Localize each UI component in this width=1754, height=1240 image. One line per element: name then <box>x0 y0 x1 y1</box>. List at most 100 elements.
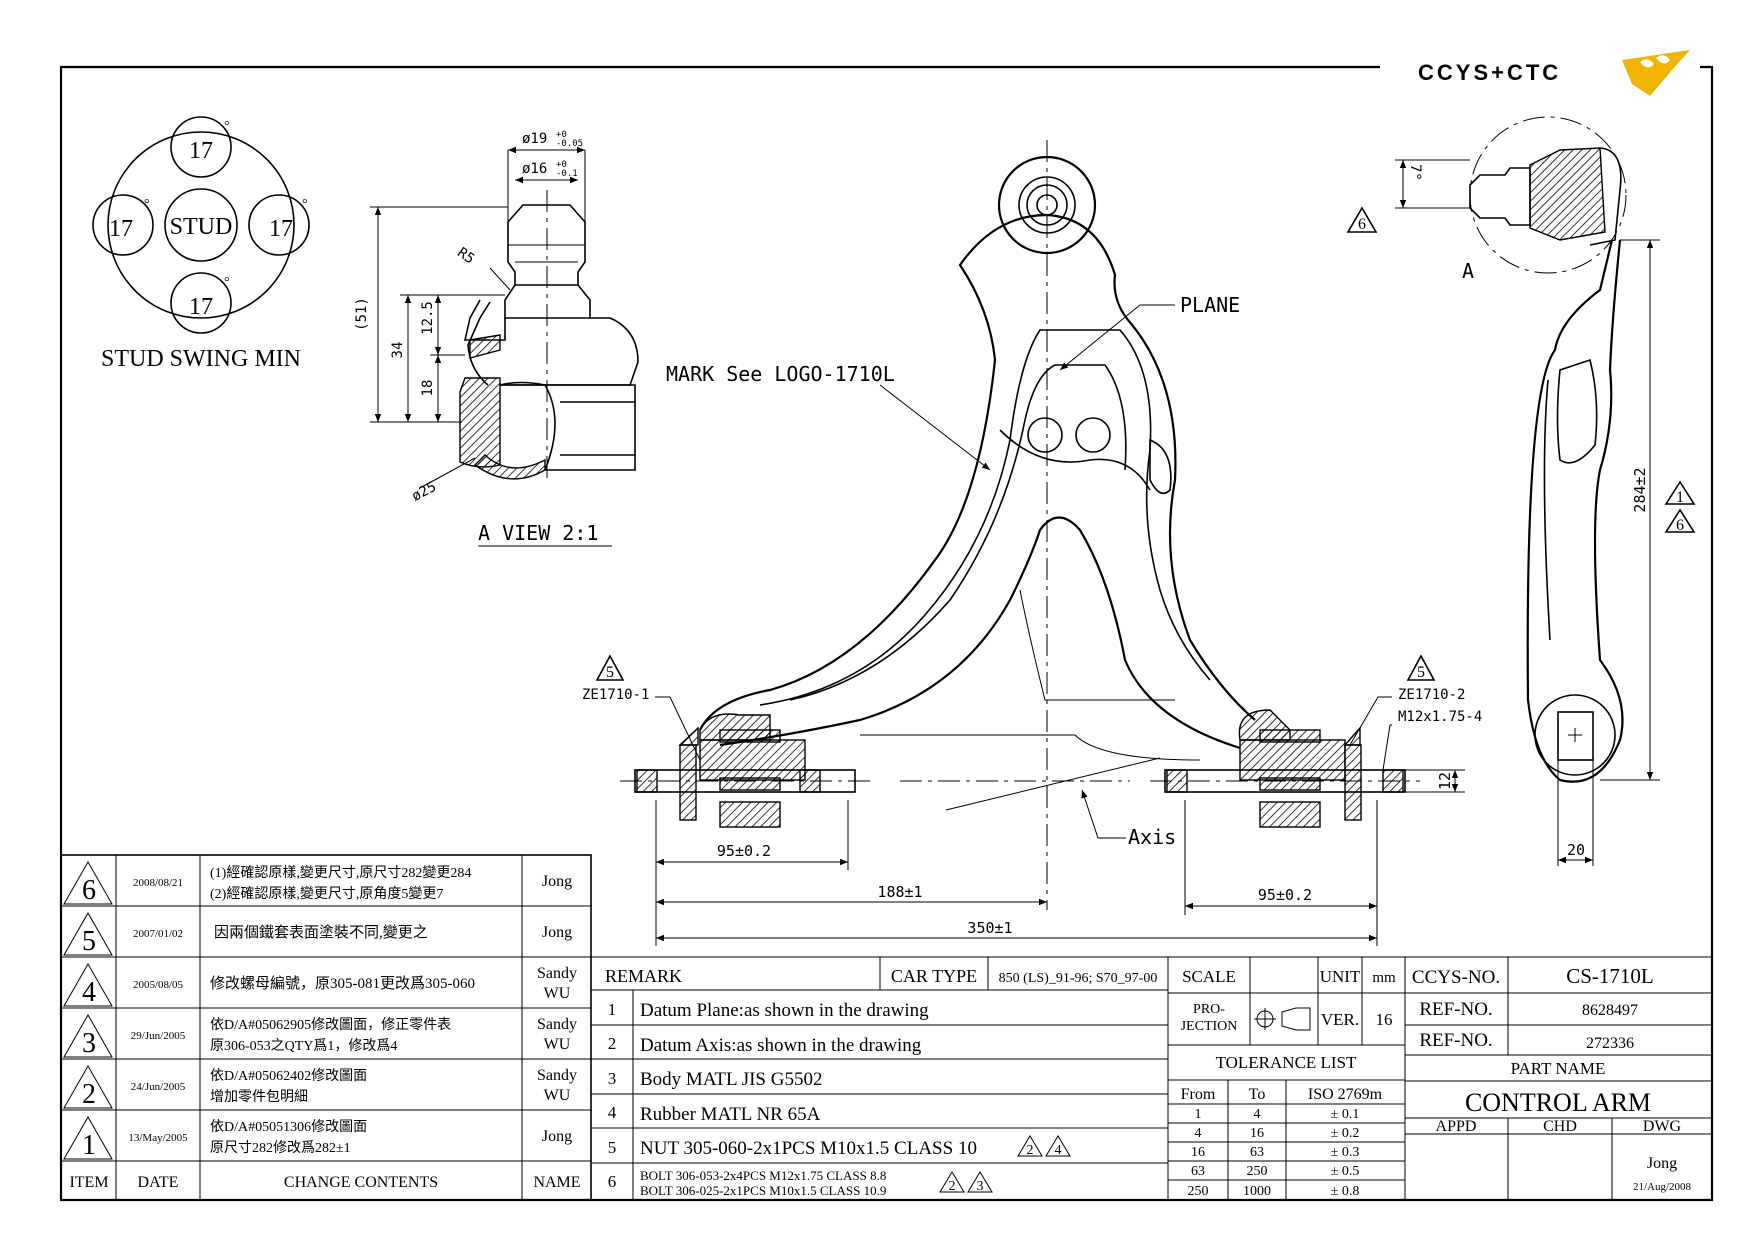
svg-text:4: 4 <box>1055 1143 1062 1158</box>
ze-left-label: ZE1710-1 <box>582 687 649 703</box>
ver-value: 16 <box>1376 1010 1393 1029</box>
rev-mark-triangle <box>1406 654 1436 681</box>
svg-text:+0: +0 <box>556 130 567 140</box>
dwg-name: Jong <box>1647 1155 1677 1172</box>
svg-text:± 0.3: ± 0.3 <box>1331 1145 1360 1160</box>
svg-text:Body MATL JIS G5502: Body MATL JIS G5502 <box>640 1069 822 1090</box>
remark-header: REMARK <box>605 966 682 986</box>
revision-row: 4 2005/08/05 修改螺母編號，原305-081更改爲305-060 S… <box>63 962 577 1008</box>
svg-text:2007/01/02: 2007/01/02 <box>133 928 183 940</box>
svg-text:29/Jun/2005: 29/Jun/2005 <box>131 1030 186 1042</box>
dim-20: 20 <box>1567 841 1585 859</box>
svg-text:1: 1 <box>82 1130 96 1161</box>
svg-text:ISO 2769m: ISO 2769m <box>1308 1086 1383 1103</box>
rev-mark-triangle <box>1017 1135 1043 1157</box>
svg-text:Sandy: Sandy <box>537 1067 577 1084</box>
revision-row: 2 24/Jun/2005 依D/A#05062402修改圖面 增加零件包明細 … <box>63 1064 577 1110</box>
svg-text:Jong: Jong <box>542 924 572 941</box>
svg-text:1: 1 <box>1195 1107 1202 1122</box>
dim-dia19: ø19 <box>522 131 547 147</box>
unit-label: UNIT <box>1320 967 1361 986</box>
svg-text:2: 2 <box>949 1179 956 1194</box>
revision-row: 1 13/May/2005 依D/A#05051306修改圖面 原尺寸282修改… <box>63 1115 572 1161</box>
rev-mark-triangle <box>63 1013 113 1058</box>
tolerance-row: 63 250 ± 0.5 <box>1191 1164 1359 1179</box>
rev-mark-triangle <box>63 962 113 1007</box>
logo-mark-icon <box>1622 50 1690 96</box>
a-view-title: A VIEW 2:1 <box>478 521 598 545</box>
rev-mark-triangle <box>63 1064 113 1109</box>
svg-text:2: 2 <box>1027 1143 1034 1158</box>
svg-text:(2)經確認原樣,變更尺寸,原角度5變更7: (2)經確認原樣,變更尺寸,原角度5變更7 <box>210 885 443 902</box>
svg-text:6: 6 <box>1358 216 1366 233</box>
svg-text:Jong: Jong <box>542 873 572 890</box>
ref-no-value: 8628497 <box>1582 1002 1638 1019</box>
axis-label: Axis <box>1128 825 1176 849</box>
swing-angle-right: 17 <box>269 216 293 242</box>
dim-dia16: ø16 <box>522 161 547 177</box>
dim-350: 350±1 <box>967 919 1012 937</box>
tolerance-title: TOLERANCE LIST <box>1216 1053 1357 1072</box>
svg-text:2008/08/21: 2008/08/21 <box>133 877 183 889</box>
svg-text:5: 5 <box>1417 664 1425 681</box>
thread-label: M12x1.75-4 <box>1398 709 1482 725</box>
dim-7-degrees: 7° <box>1407 164 1423 181</box>
tolerance-row: 4 16 ± 0.2 <box>1195 1126 1360 1141</box>
tolerance-row: 16 63 ± 0.3 <box>1191 1145 1359 1160</box>
svg-text:+0: +0 <box>556 160 567 170</box>
svg-text:NUT 305-060-2x1PCS M10x1.5 CLA: NUT 305-060-2x1PCS M10x1.5 CLASS 10 <box>640 1138 977 1159</box>
svg-text:CHANGE CONTENTS: CHANGE CONTENTS <box>284 1174 438 1191</box>
remark-row: 3 Body MATL JIS G5502 <box>608 1069 823 1090</box>
svg-text:依D/A#05062905修改圖面，修正零件表: 依D/A#05062905修改圖面，修正零件表 <box>210 1017 451 1033</box>
svg-text:增加零件包明細: 增加零件包明細 <box>210 1089 308 1105</box>
revision-header-row: ITEM DATE CHANGE CONTENTS NAME <box>69 1174 580 1191</box>
svg-text:250: 250 <box>1188 1184 1209 1199</box>
svg-text:NAME: NAME <box>533 1174 580 1191</box>
svg-text:°: ° <box>224 119 230 134</box>
rev-mark-triangle <box>63 860 113 905</box>
rev-mark-triangle <box>1346 206 1378 233</box>
stud-swing-diagram: STUD 17 17 17 17 ° ° ° ° STUD SWING MIN <box>92 116 310 372</box>
revision-row: 3 29/Jun/2005 依D/A#05062905修改圖面，修正零件表 原3… <box>63 1013 577 1059</box>
stud-swing-title: STUD SWING MIN <box>101 346 301 372</box>
svg-text:4: 4 <box>82 977 96 1008</box>
svg-text:16: 16 <box>1250 1126 1264 1141</box>
remark-row: 1 Datum Plane:as shown in the drawing <box>608 1000 929 1021</box>
svg-text:± 0.8: ± 0.8 <box>1331 1184 1360 1199</box>
svg-text:原尺寸282修改爲282±1: 原尺寸282修改爲282±1 <box>210 1140 351 1156</box>
svg-text:BOLT 306-053-2x4PCS M12x1.75 C: BOLT 306-053-2x4PCS M12x1.75 CLASS 8.8 <box>640 1168 886 1183</box>
dim-12-5: 12.5 <box>420 301 436 335</box>
control-arm-side-view: A 7° 6 284±2 1 6 20 <box>1346 116 1696 866</box>
control-arm-main-view: MARK See LOGO-1710L PLANE Axis 5 ZE1710-… <box>582 140 1482 946</box>
svg-text:WU: WU <box>544 1087 571 1104</box>
svg-text:°: ° <box>302 197 308 212</box>
rev-mark-triangle <box>1664 508 1696 533</box>
dim-18: 18 <box>420 380 436 397</box>
swing-angle-top: 17 <box>189 138 213 164</box>
svg-text:2: 2 <box>82 1079 96 1110</box>
svg-text:250: 250 <box>1247 1164 1268 1179</box>
svg-text:24/Jun/2005: 24/Jun/2005 <box>131 1081 186 1093</box>
unit-value: mm <box>1372 970 1396 986</box>
dim-34: 34 <box>390 342 406 359</box>
part-name: CONTROL ARM <box>1465 1088 1651 1117</box>
svg-text:6: 6 <box>82 875 96 906</box>
stud-label: STUD <box>170 214 233 240</box>
svg-text:16: 16 <box>1191 1145 1205 1160</box>
svg-text:JECTION: JECTION <box>1181 1019 1238 1034</box>
svg-text:From: From <box>1181 1086 1216 1103</box>
ref-no-label: REF-NO. <box>1419 999 1492 1020</box>
dim-12: 12 <box>1436 772 1454 790</box>
remark-row: 5 NUT 305-060-2x1PCS M10x1.5 CLASS 10 2 … <box>608 1135 1071 1159</box>
dim-51: (51) <box>354 297 370 331</box>
frame <box>59 65 1714 1202</box>
svg-text:2005/08/05: 2005/08/05 <box>133 979 184 991</box>
svg-text:1000: 1000 <box>1243 1184 1271 1199</box>
svg-text:-0.1: -0.1 <box>556 169 578 179</box>
ref-no-value: 272336 <box>1586 1035 1634 1052</box>
logo-text: CCYS+CTC <box>1418 60 1561 85</box>
svg-text:1: 1 <box>1676 489 1684 506</box>
svg-text:依D/A#05062402修改圖面: 依D/A#05062402修改圖面 <box>210 1068 367 1084</box>
svg-text:4: 4 <box>1254 1107 1261 1122</box>
